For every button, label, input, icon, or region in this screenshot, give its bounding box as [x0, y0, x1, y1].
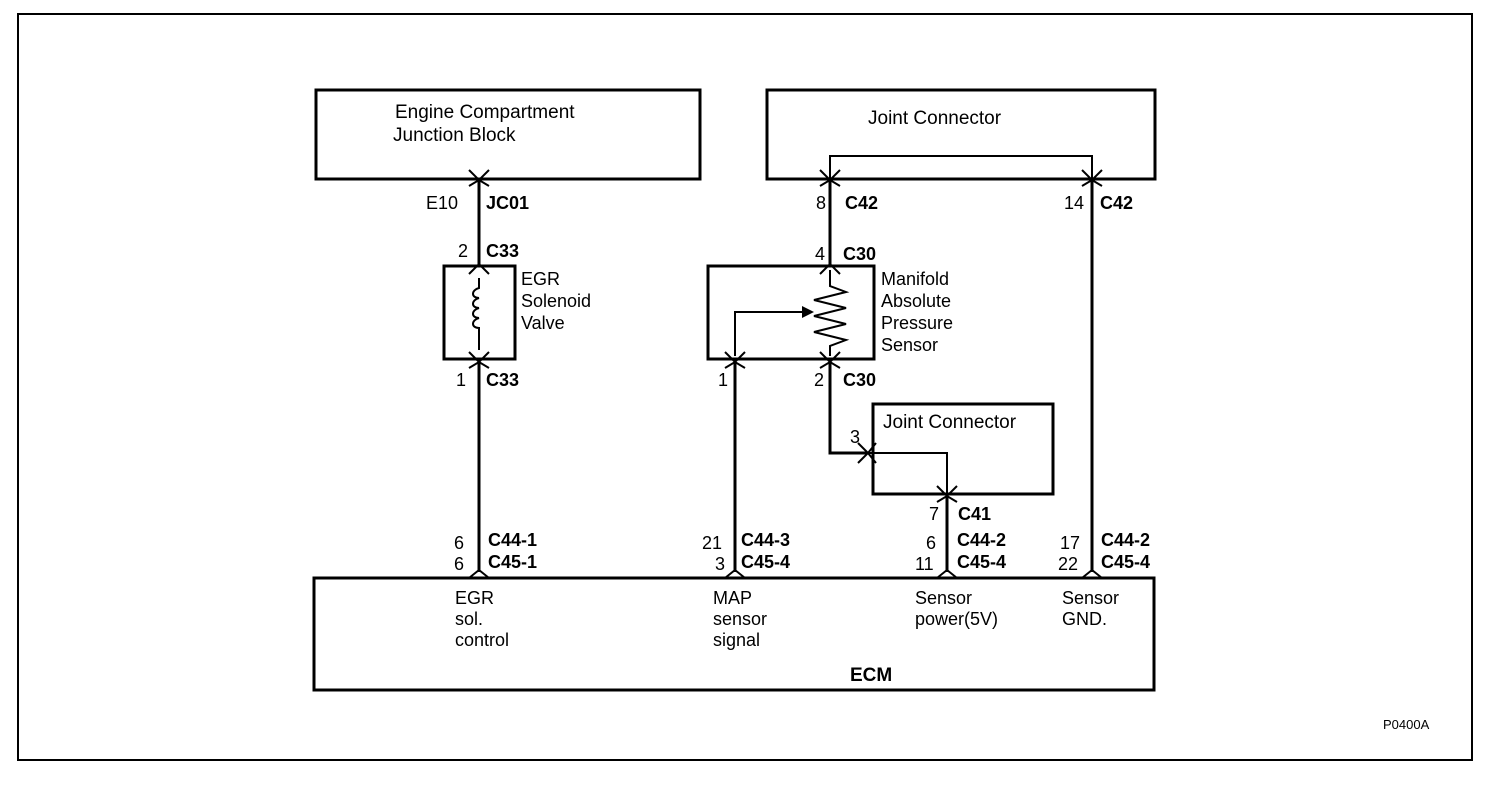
- ecm-ground-conn-a: C44-2: [1101, 530, 1150, 550]
- pin-c42-14: 14: [1064, 193, 1084, 213]
- egr-solenoid-coil-icon: [472, 278, 480, 350]
- map-sensor-label-4: Sensor: [881, 335, 938, 355]
- conn-c30-4: C30: [843, 244, 876, 264]
- conn-jc01: JC01: [486, 193, 529, 213]
- map-sensor-box: [706, 264, 876, 361]
- conn-c42-8: C42: [845, 193, 878, 213]
- pin-c41-7: 7: [929, 504, 939, 524]
- map-sensor-label-2: Absolute: [881, 291, 951, 311]
- joint-connector-top-box: [765, 88, 1157, 181]
- connector-symbols: [468, 169, 1103, 579]
- pin-c30-4: 4: [815, 244, 825, 264]
- ecm-power-pin-a: 6: [926, 533, 936, 553]
- ecm-ground-func-2: GND.: [1062, 609, 1107, 629]
- outer-frame: [17, 13, 1473, 761]
- ecm-egr-func-3: control: [455, 630, 509, 650]
- ecm-egr-pin-b: 6: [454, 554, 464, 574]
- ecm-power-func-2: power(5V): [915, 609, 998, 629]
- pin-c42-8: 8: [816, 193, 826, 213]
- map-sensor-wiper-arrow: [802, 306, 814, 318]
- ecm-egr-conn-b: C45-1: [488, 552, 537, 572]
- pin-c33-2: 2: [458, 241, 468, 261]
- ecm-map-func-2: sensor: [713, 609, 767, 629]
- ecm-map-conn-a: C44-3: [741, 530, 790, 550]
- pin-jc-small-3: 3: [850, 427, 860, 447]
- junction-block-box: [314, 88, 702, 181]
- map-sensor-label-3: Pressure: [881, 313, 953, 333]
- ecm-box: [312, 576, 1156, 692]
- ecm-ground-pin-b: 22: [1058, 554, 1078, 574]
- junction-block-title-2: Junction Block: [393, 125, 516, 146]
- ecm-power-func-1: Sensor: [915, 588, 972, 608]
- joint-connector-small-title: Joint Connector: [883, 412, 1017, 433]
- ecm-ground-conn-b: C45-4: [1101, 552, 1150, 572]
- conn-c30-2: C30: [843, 370, 876, 390]
- conn-c41-7: C41: [958, 504, 991, 524]
- conn-c42-14: C42: [1100, 193, 1133, 213]
- conn-c33-1: C33: [486, 370, 519, 390]
- joint-connector-small-bus: [866, 452, 948, 494]
- egr-valve-label-3: Valve: [521, 313, 565, 333]
- ecm-power-conn-b: C45-4: [957, 552, 1006, 572]
- pin-c30-2: 2: [814, 370, 824, 390]
- wire-map-ground: [828, 359, 866, 455]
- joint-connector-top-title: Joint Connector: [868, 108, 1002, 129]
- egr-valve-label-2: Solenoid: [521, 291, 591, 311]
- ecm-map-conn-b: C45-4: [741, 552, 790, 572]
- pin-c30-1: 1: [718, 370, 728, 390]
- figure-id: P0400A: [1383, 717, 1430, 732]
- ecm-map-pin-b: 3: [715, 554, 725, 574]
- junction-block-title-1: Engine Compartment: [395, 102, 575, 123]
- ecm-egr-func-1: EGR: [455, 588, 494, 608]
- ecm-map-pin-a: 21: [702, 533, 722, 553]
- ecm-title: ECM: [850, 665, 892, 686]
- ecm-egr-pin-a: 6: [454, 533, 464, 553]
- ecm-map-func-3: signal: [713, 630, 760, 650]
- ecm-egr-func-2: sol.: [455, 609, 483, 629]
- map-sensor-label-1: Manifold: [881, 269, 949, 289]
- ecm-ground-func-1: Sensor: [1062, 588, 1119, 608]
- pin-e10: E10: [426, 193, 458, 213]
- ecm-ground-pin-a: 17: [1060, 533, 1080, 553]
- ecm-egr-conn-a: C44-1: [488, 530, 537, 550]
- ecm-power-pin-b: 11: [915, 554, 934, 574]
- ecm-power-conn-a: C44-2: [957, 530, 1006, 550]
- pin-c33-1: 1: [456, 370, 466, 390]
- joint-connector-bus: [829, 155, 1093, 180]
- joint-connector-small-box: [871, 402, 1055, 496]
- map-sensor-resistor-icon: [734, 270, 850, 356]
- conn-c33-2: C33: [486, 241, 519, 261]
- ecm-map-func-1: MAP: [713, 588, 752, 608]
- egr-valve-label-1: EGR: [521, 269, 560, 289]
